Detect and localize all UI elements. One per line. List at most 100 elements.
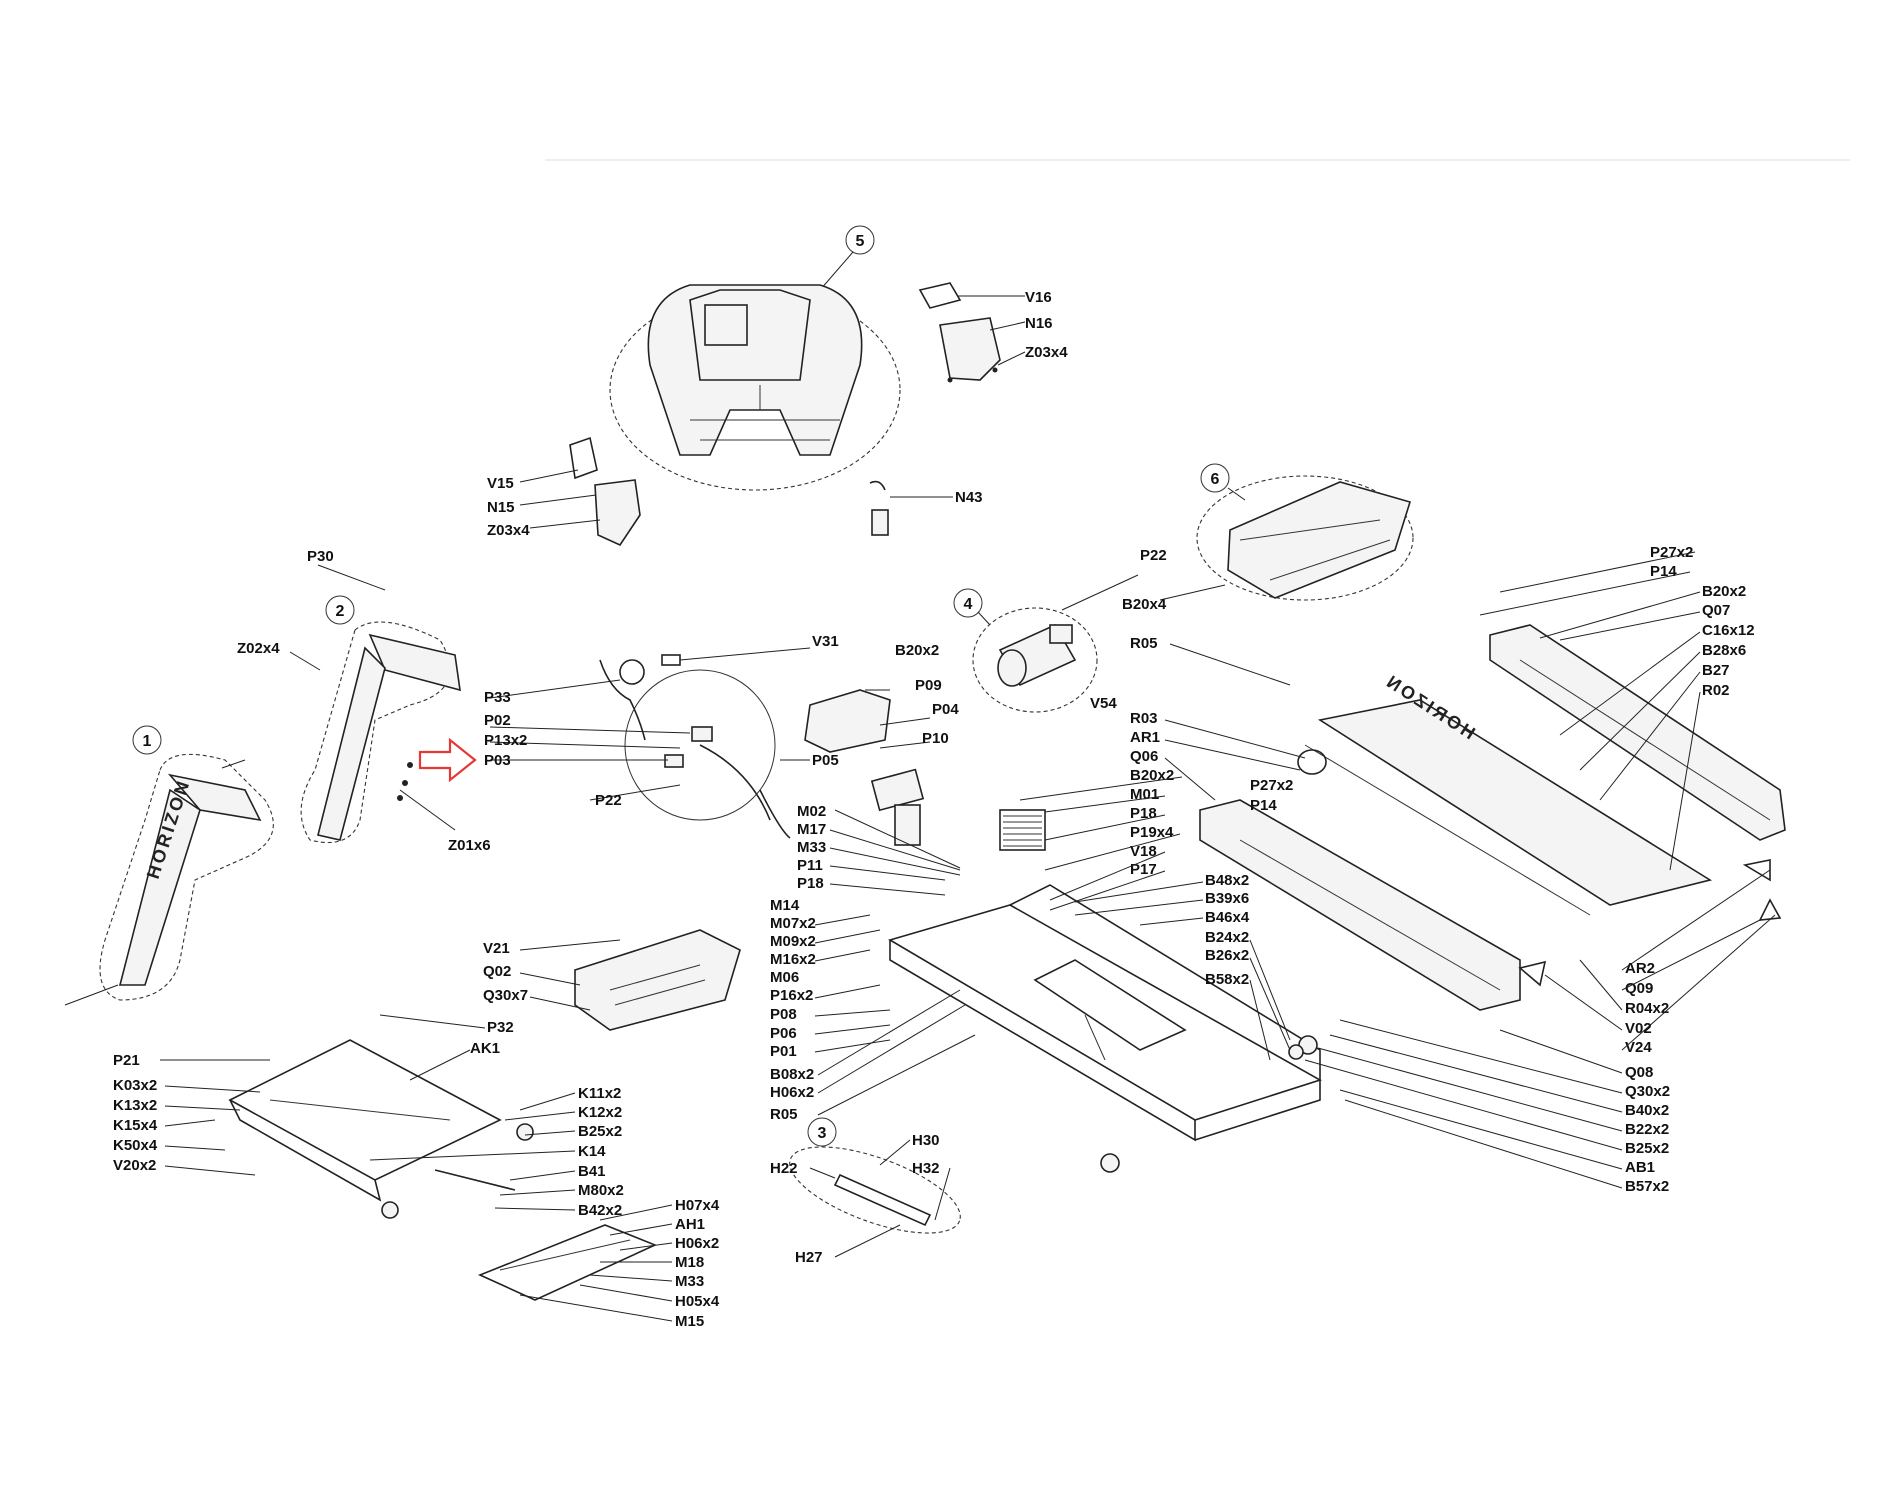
- main-frame: [888, 884, 1322, 1173]
- label-Z02x4: Z02x4: [237, 640, 280, 657]
- label-R04x2: R04x2: [1625, 1000, 1669, 1017]
- label-N16: N16: [1025, 315, 1053, 332]
- label-P21: P21: [113, 1052, 140, 1069]
- rear-roller-assembly: 3: [789, 1117, 961, 1234]
- label-H05x4: H05x4: [675, 1293, 720, 1310]
- label-AB1: AB1: [1625, 1159, 1655, 1176]
- label-H27: H27: [795, 1249, 823, 1266]
- label-P22-mid: P22: [595, 792, 622, 809]
- label-M17: M17: [797, 821, 826, 838]
- label-Z03x4-left: Z03x4: [487, 522, 530, 539]
- label-V24: V24: [1625, 1039, 1652, 1056]
- label-P10: P10: [922, 730, 949, 747]
- label-R03: R03: [1130, 710, 1158, 727]
- label-B57x2: B57x2: [1625, 1178, 1669, 1195]
- label-P11: P11: [797, 857, 823, 874]
- group-number-2: 2: [336, 603, 345, 620]
- label-V31: V31: [812, 633, 839, 650]
- label-Q09: Q09: [1625, 980, 1653, 997]
- wiring-controller-group: [489, 647, 811, 839]
- label-P27x2-right: P27x2: [1650, 544, 1693, 561]
- label-B41: B41: [578, 1163, 606, 1180]
- label-M16x2: M16x2: [770, 951, 816, 968]
- label-N43: N43: [955, 489, 983, 506]
- label-H07x4: H07x4: [675, 1197, 720, 1214]
- label-M33-center: M33: [797, 839, 826, 856]
- label-B39x6: B39x6: [1205, 890, 1249, 907]
- label-P18-left: P18: [797, 875, 824, 892]
- label-P17: P17: [1130, 861, 1157, 878]
- label-K11x2: K11x2: [578, 1085, 621, 1102]
- left-cup-holder: [519, 436, 641, 547]
- label-B25x2-right: B25x2: [1625, 1140, 1669, 1157]
- left-upright-assembly: 1 HORIZON: [64, 725, 274, 1006]
- right-upright-assembly: 2: [289, 564, 461, 844]
- base-frame: [228, 1039, 534, 1219]
- label-AK1: AK1: [470, 1040, 500, 1057]
- label-K13x2: K13x2: [113, 1097, 157, 1114]
- label-H22: H22: [770, 1160, 798, 1177]
- label-P14-center: P14: [1250, 797, 1277, 814]
- label-K12x2: K12x2: [578, 1104, 622, 1121]
- label-M09x2: M09x2: [770, 933, 816, 950]
- label-B20x4: B20x4: [1122, 596, 1167, 613]
- label-M07x2: M07x2: [770, 915, 816, 932]
- label-N15: N15: [487, 499, 515, 516]
- label-B27: B27: [1702, 662, 1730, 679]
- label-P06: P06: [770, 1025, 797, 1042]
- label-M15: M15: [675, 1313, 704, 1330]
- label-AR1: AR1: [1130, 729, 1160, 746]
- label-B08x2: B08x2: [770, 1066, 814, 1083]
- label-V20x2: V20x2: [113, 1157, 156, 1174]
- label-R05-bottom: R05: [770, 1106, 798, 1123]
- right-side-rail: [1489, 624, 1786, 841]
- label-M02: M02: [797, 803, 826, 820]
- console-assembly: 5: [609, 225, 901, 491]
- label-V16: V16: [1025, 289, 1052, 306]
- label-H30: H30: [912, 1132, 940, 1149]
- label-H32: H32: [912, 1160, 940, 1177]
- motor-hood-assembly: 6: [1159, 463, 1414, 601]
- label-P32: P32: [487, 1019, 514, 1036]
- group-number-6: 6: [1211, 471, 1220, 488]
- label-P13x2: P13x2: [484, 732, 527, 749]
- label-R02: R02: [1702, 682, 1730, 699]
- label-K03x2: K03x2: [113, 1077, 157, 1094]
- label-Z03x4-top: Z03x4: [1025, 344, 1068, 361]
- group-number-5: 5: [856, 233, 865, 250]
- label-C16x12: C16x12: [1702, 622, 1755, 639]
- end-caps: [1288, 859, 1782, 1060]
- label-K50x4: K50x4: [113, 1137, 158, 1154]
- label-B20x2-right: B20x2: [1702, 583, 1746, 600]
- label-B42x2: B42x2: [578, 1202, 622, 1219]
- highlight-arrow-icon: [418, 737, 477, 783]
- label-P19x4: P19x4: [1130, 824, 1174, 841]
- label-B25x2-left: B25x2: [578, 1123, 622, 1140]
- part-labels: V16 N16 Z03x4 V15 N15 Z03x4 N43 P22 B20x…: [113, 289, 1755, 1330]
- label-P33: P33: [484, 689, 511, 706]
- label-B46x4: B46x4: [1205, 909, 1250, 926]
- label-H06x2-bottom: H06x2: [675, 1235, 719, 1252]
- label-Q07: Q07: [1702, 602, 1730, 619]
- label-M06: M06: [770, 969, 799, 986]
- label-P04: P04: [932, 701, 959, 718]
- label-P30: P30: [307, 548, 334, 565]
- label-Q08: Q08: [1625, 1064, 1653, 1081]
- label-Q30x2: Q30x2: [1625, 1083, 1670, 1100]
- label-K14: K14: [578, 1143, 606, 1160]
- label-M33-bottom: M33: [675, 1273, 704, 1290]
- label-P02: P02: [484, 712, 511, 729]
- label-V02: V02: [1625, 1020, 1652, 1037]
- label-leaders: [160, 551, 1776, 1322]
- drive-motor-assembly: 4: [953, 574, 1139, 713]
- label-P03: P03: [484, 752, 511, 769]
- label-Q06: Q06: [1130, 748, 1158, 765]
- group-number-4: 4: [964, 596, 973, 613]
- label-Q30x7: Q30x7: [483, 987, 528, 1004]
- rod-b41: [434, 1169, 516, 1191]
- label-K15x4: K15x4: [113, 1117, 158, 1134]
- label-B40x2: B40x2: [1625, 1102, 1669, 1119]
- label-H06x2-center: H06x2: [770, 1084, 814, 1101]
- base-tray: [574, 929, 741, 1031]
